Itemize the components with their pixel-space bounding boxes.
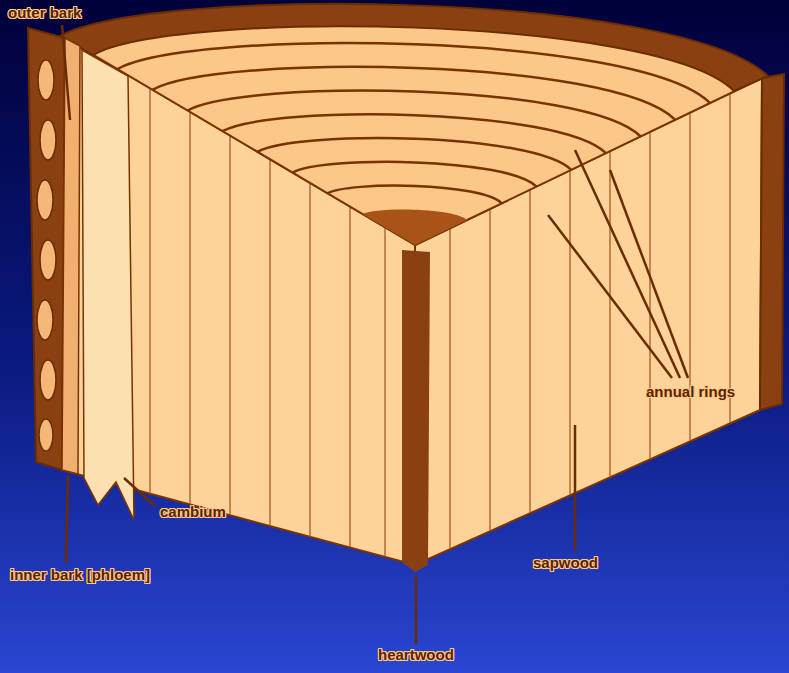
leader-line	[124, 478, 155, 506]
bark-cell	[39, 419, 53, 451]
ring-arc	[118, 43, 711, 103]
grain-line	[649, 132, 650, 459]
ring-arc	[328, 186, 502, 204]
bark-cell	[37, 300, 53, 340]
grain-line	[529, 190, 530, 513]
outer-bark-side	[28, 28, 65, 470]
grain-line	[384, 227, 385, 557]
ring-arc	[223, 114, 606, 153]
ring-arc	[258, 138, 572, 170]
leader-line	[548, 215, 672, 378]
grain-line	[729, 94, 730, 423]
ring-arc	[188, 91, 641, 137]
annual-ring-arcs	[118, 43, 711, 203]
grain-line	[229, 136, 230, 515]
leader-line	[62, 25, 70, 120]
bark-texture	[37, 60, 56, 451]
outer-bark-top	[60, 4, 768, 91]
inner-bark-strip	[62, 38, 80, 474]
outer-bark-side	[760, 74, 784, 410]
part-label: sapwood	[533, 554, 598, 572]
part-label: inner bark [phloem]	[10, 566, 150, 584]
leader-line	[66, 476, 68, 563]
part-label: annual rings	[646, 383, 735, 401]
bark-cell	[40, 360, 56, 400]
leader-line	[574, 425, 577, 551]
leader-line	[610, 170, 688, 378]
bark-cell	[37, 180, 53, 220]
heartwood-band	[402, 250, 430, 572]
grain-line	[309, 183, 310, 537]
grain-line	[189, 112, 190, 504]
part-label: heartwood	[378, 646, 454, 664]
grain-line	[569, 170, 570, 495]
leader-line	[415, 575, 418, 644]
grain-line	[269, 159, 270, 526]
ring-arc	[153, 67, 676, 120]
part-label: cambium	[160, 503, 226, 521]
bark-cell	[38, 60, 54, 100]
part-label: outer bark	[8, 4, 81, 22]
leader-lines	[62, 25, 688, 644]
grain-line	[489, 209, 490, 531]
leader-line	[575, 150, 680, 378]
bark-cell	[40, 120, 56, 160]
grain-line	[349, 206, 350, 547]
cambium-flap	[82, 50, 134, 520]
ring-arc	[293, 162, 537, 187]
pith	[363, 209, 468, 245]
grain-line	[149, 88, 150, 494]
grain-line	[449, 228, 450, 549]
bark-cell	[40, 240, 56, 280]
grain-line	[609, 151, 610, 477]
